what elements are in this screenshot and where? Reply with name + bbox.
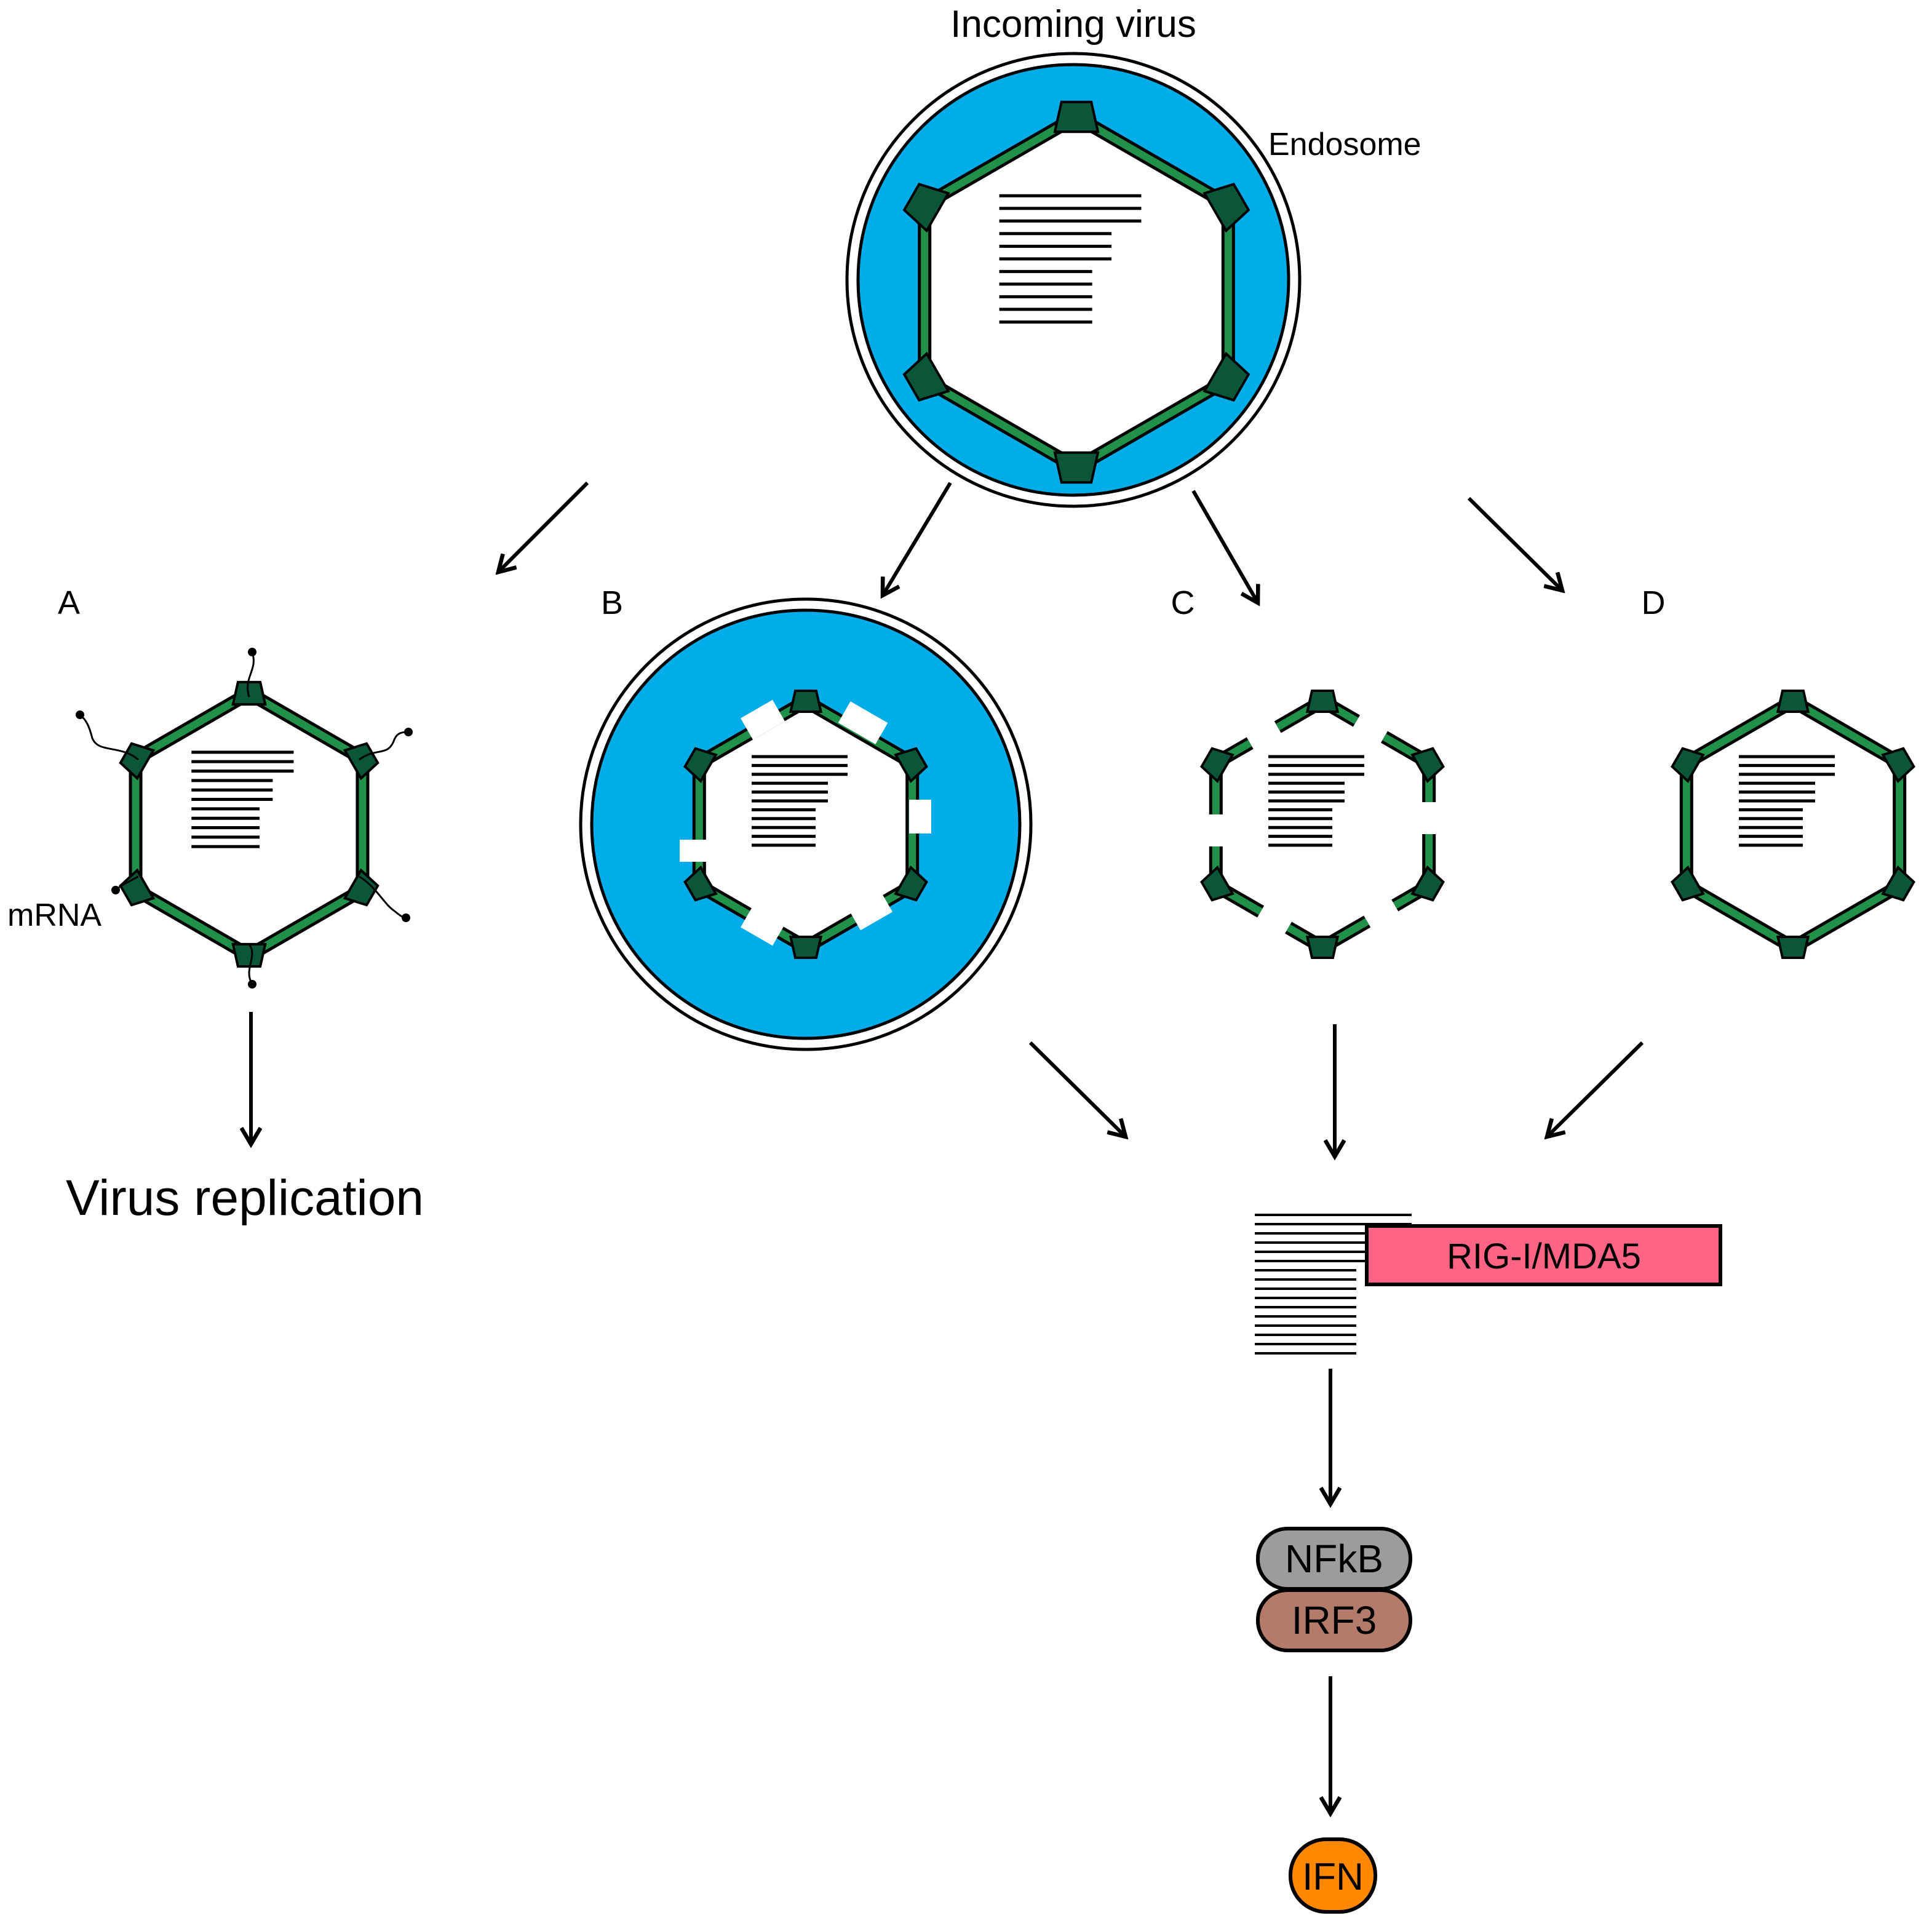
mrna-cap-dot: [248, 648, 256, 656]
capsid-vertex: [343, 868, 380, 907]
capsid-edge: [247, 886, 365, 959]
mrna-strand: [79, 714, 139, 761]
virus-replication-label: Virus replication: [66, 1170, 424, 1226]
capsid-vertex: [1053, 451, 1100, 484]
panel-label-d: D: [1642, 584, 1666, 621]
capsid-vertex: [683, 865, 718, 902]
capsid-vertex: [1203, 183, 1250, 233]
rig-i-mda5-box: [1365, 1224, 1722, 1286]
capsid-vertex: [1410, 747, 1445, 784]
mrna-strand: [247, 651, 255, 698]
capsid-edge: [133, 690, 252, 762]
capsid-rupture: [680, 840, 710, 862]
capsid-vertex: [789, 690, 823, 713]
mrna-strand: [359, 731, 409, 761]
capsid-vertex: [683, 747, 718, 784]
ifn-label: IFN: [1302, 1856, 1364, 1898]
mrna-strand: [248, 944, 253, 985]
capsid-incoming: [902, 100, 1250, 484]
capsid-interior: [924, 117, 1228, 468]
mrna-label: mRNA: [7, 897, 101, 933]
irf3-label: IRF3: [1292, 1598, 1377, 1642]
capsid-interior: [1686, 701, 1900, 947]
capsid-vertex: [343, 742, 380, 781]
arrow-to-b: [883, 482, 952, 595]
mrna-cap-dot: [402, 913, 410, 922]
mrna-cap-dot: [111, 886, 120, 894]
capsid-edge: [1791, 698, 1902, 766]
capsid-vertex: [1881, 747, 1915, 784]
panel-label-b: B: [601, 584, 623, 621]
capsid-edge: [1075, 113, 1230, 208]
arrow-b-to-sensing: [1028, 1041, 1126, 1137]
nfkb-label: NFkB: [1285, 1537, 1383, 1581]
capsid-vertex: [1200, 747, 1234, 784]
capsid-edge: [133, 886, 252, 959]
capsid-rupture: [838, 701, 888, 744]
capsid-vertex: [1776, 936, 1810, 959]
capsid-vertex: [1305, 690, 1340, 713]
arrow-to-d: [1467, 496, 1562, 591]
arrow-to-a: [498, 481, 589, 572]
capsid-edge: [923, 376, 1078, 471]
capsid-vertex: [789, 936, 823, 959]
mrna-cap-dot: [404, 728, 413, 736]
capsid-interior: [1215, 701, 1429, 947]
capsid-edge: [1791, 882, 1902, 951]
rig-i-mda5-label: RIG-I/MDA5: [1447, 1236, 1641, 1276]
capsid-edge: [247, 690, 365, 762]
capsid-d-intact: [1671, 690, 1915, 959]
capsid-edge: [1075, 376, 1230, 471]
capsid-c-broken: [1200, 690, 1445, 959]
panel-label-c: C: [1171, 584, 1195, 621]
capsid-vertex: [1305, 936, 1340, 959]
released-viral-genome: [1255, 1214, 1412, 1355]
panel-label-a: A: [58, 584, 80, 621]
capsid-vertex: [894, 747, 928, 784]
capsid-vertex: [1671, 865, 1705, 902]
capsid-vertex: [1671, 747, 1705, 784]
mrna-cap-dot: [248, 980, 256, 989]
capsid-vertex: [1776, 690, 1810, 713]
capsid-rupture: [848, 890, 892, 931]
capsid-vertex: [894, 865, 928, 902]
capsid-vertex: [902, 351, 950, 402]
capsid-vertex: [1410, 865, 1445, 902]
capsid-vertex: [902, 183, 950, 233]
ifn-pill: [1289, 1837, 1377, 1914]
capsid-vertex: [231, 942, 267, 968]
capsid-edge: [923, 113, 1078, 208]
capsid-rupture: [741, 905, 785, 946]
capsid-vertex: [1881, 865, 1915, 902]
capsid-vertex: [1203, 351, 1250, 402]
irf3-pill: [1256, 1588, 1412, 1652]
arrow-to-c: [1191, 490, 1258, 603]
capsid-rupture: [909, 800, 931, 834]
capsid-rupture: [741, 699, 785, 740]
capsid-vertex: [1053, 100, 1100, 133]
arrow-d-to-sensing: [1547, 1041, 1644, 1137]
capsid-b-damaged: [680, 690, 931, 959]
capsid-vertex: [119, 742, 156, 781]
incoming-virus-title: Incoming virus: [950, 3, 1196, 46]
capsid-interior: [135, 693, 363, 955]
mrna-cap-dot: [76, 710, 84, 719]
capsid-edge: [1684, 698, 1795, 766]
capsid-interior: [699, 701, 913, 947]
endosome-label: Endosome: [1268, 127, 1421, 162]
capsid-vertex: [1200, 865, 1234, 902]
capsid-a: [119, 680, 380, 968]
mrna-cap-dots: [76, 648, 413, 989]
capsid-vertex: [119, 868, 156, 907]
capsid-edge: [1684, 882, 1795, 951]
